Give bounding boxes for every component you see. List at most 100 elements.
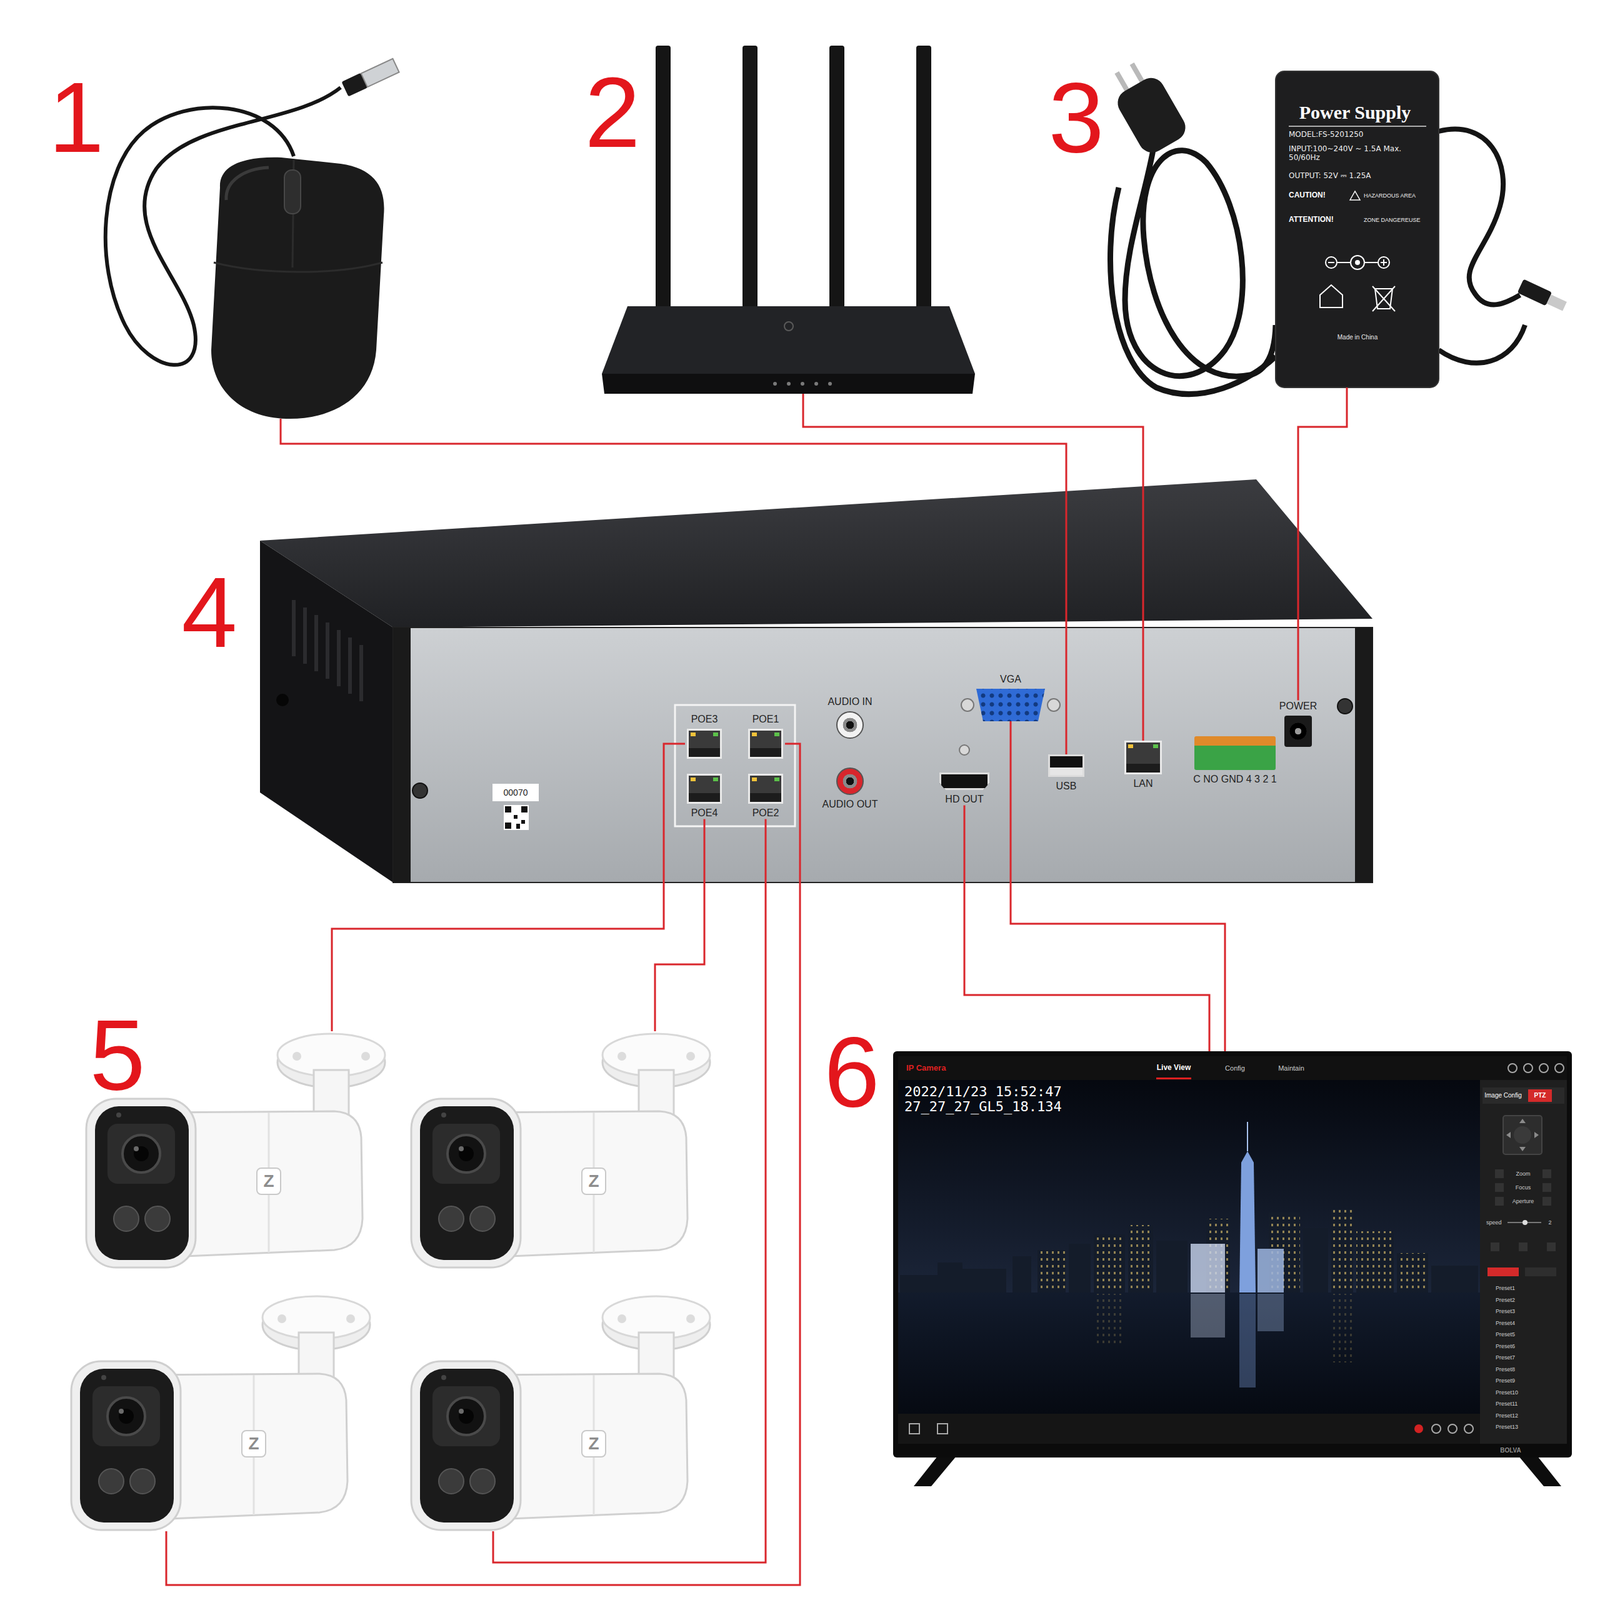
monitor-illustration — [893, 1051, 1572, 1487]
logo-badge: Z — [241, 1430, 266, 1457]
poe-port: POE4 — [685, 773, 724, 819]
port-socket — [1124, 740, 1162, 775]
adapter-title: Power Supply — [1299, 101, 1412, 124]
screen-text: Live View — [1156, 1063, 1191, 1073]
wifi-router: 2 — [601, 300, 975, 394]
cable-line — [280, 418, 1067, 755]
preset-name: Preset13 — [1495, 1424, 1519, 1431]
preset-name: Preset8 — [1495, 1366, 1515, 1374]
screen-text: Config — [1225, 1064, 1245, 1073]
port-led — [713, 777, 719, 782]
audio-jack: AUDIO IN — [825, 696, 874, 739]
port-label: HD OUT — [945, 793, 984, 805]
osd-text: 27_27_27_GL5_18.134 — [904, 1100, 1062, 1114]
lan-port: LAN — [1122, 740, 1164, 790]
port-led — [713, 732, 719, 737]
hdmi-port: HD OUT — [937, 772, 992, 805]
preset-name: Preset9 — [1495, 1378, 1515, 1385]
poe-port: POE3 — [685, 713, 724, 759]
screen-text: Focus — [1515, 1184, 1532, 1191]
port-label: LAN — [1133, 778, 1153, 790]
screen-text: Maintain — [1278, 1064, 1305, 1073]
callout-number: 6 — [824, 1021, 880, 1122]
port-label: POE3 — [691, 713, 719, 725]
port-socket — [748, 773, 784, 804]
cable-line — [655, 818, 705, 1032]
adapter-spec: INPUT:100~240V ~ 1.5A Max. 50/60Hz — [1288, 145, 1430, 163]
warning-text: ATTENTION! — [1288, 215, 1334, 225]
port-led — [690, 777, 696, 782]
audio-jack: AUDIO OUT — [820, 767, 880, 810]
preset-name: Preset6 — [1495, 1343, 1515, 1350]
port-led — [690, 732, 696, 737]
callout-number: 2 — [585, 62, 641, 163]
callout-number: 5 — [90, 1005, 146, 1105]
cable-line — [493, 818, 766, 1563]
usb-port: USB — [1046, 754, 1087, 792]
alarm-terminal: C NO GND 4 3 2 1 — [1191, 736, 1279, 785]
screen-text: IP Camera — [906, 1063, 946, 1074]
port-led — [1153, 744, 1159, 749]
port-led — [751, 732, 757, 737]
poe-port: POE2 — [746, 773, 785, 819]
cable-line — [166, 743, 800, 1585]
bullet-camera: Z — [406, 1293, 707, 1532]
preset-name: Preset1 — [1495, 1285, 1515, 1292]
port-socket — [748, 728, 784, 759]
port-label: AUDIO IN — [827, 696, 872, 708]
port-label: AUDIO OUT — [822, 798, 879, 810]
screen-text: 2 — [1548, 1219, 1552, 1226]
screen-button: PTZ — [1534, 1091, 1547, 1100]
preset-name: Preset3 — [1495, 1308, 1515, 1315]
cable-line — [803, 393, 1144, 741]
screen-text: Zoom — [1515, 1170, 1530, 1177]
preset-name: Preset5 — [1495, 1331, 1515, 1339]
warning-text: HAZARDOUS AREA — [1363, 192, 1416, 199]
screen-text: Aperture — [1512, 1198, 1535, 1205]
port-socket — [686, 773, 722, 804]
preset-name: Preset11 — [1495, 1401, 1518, 1408]
port-socket — [836, 711, 864, 739]
adapter-spec: OUTPUT: 52V ⎓ 1.25A — [1288, 171, 1371, 181]
preset-name: Preset4 — [1495, 1320, 1515, 1327]
bullet-camera: Z — [66, 1293, 367, 1532]
port-label: POWER — [1279, 700, 1317, 712]
port-socket — [939, 772, 990, 790]
port-socket — [686, 728, 722, 759]
port-label: POE1 — [752, 713, 780, 725]
preset-name: Preset12 — [1495, 1413, 1519, 1420]
cable-line — [964, 805, 1210, 1052]
port-socket — [976, 688, 1045, 722]
port-led — [1128, 744, 1134, 749]
callout-number: 4 — [181, 562, 238, 663]
brand-logo: BOLVA — [1500, 1446, 1522, 1455]
origin-text: Made in China — [1337, 333, 1378, 342]
nvr-recorder: 400070POE3POE1POE4POE2AUDIO INAUDIO OUTV… — [260, 479, 1373, 883]
port-led — [774, 777, 780, 782]
preset-name: Preset7 — [1495, 1355, 1515, 1362]
nvr-illustration — [260, 479, 1373, 883]
screen-text: Image Config — [1484, 1091, 1522, 1100]
callout-number: 3 — [1048, 67, 1105, 168]
port-label: POE2 — [752, 807, 780, 819]
vga-port: VGA — [974, 673, 1047, 722]
warning-text: CAUTION! — [1288, 191, 1326, 200]
router-illustration — [601, 45, 975, 394]
power-adapter: 3Power SupplyMODEL:FS-5201250INPUT:100~2… — [1275, 71, 1439, 388]
port-label: USB — [1056, 780, 1077, 792]
bullet-camera: Z — [406, 1031, 707, 1269]
logo-badge: Z — [256, 1167, 281, 1195]
mouse-illustration — [105, 58, 400, 419]
cable-line — [1298, 387, 1347, 701]
preset-name: Preset2 — [1495, 1297, 1515, 1304]
port-socket — [1194, 736, 1276, 770]
power-jack: POWER — [1277, 700, 1319, 747]
osd-timestamp: 2022/11/23 15:52:47 — [904, 1085, 1062, 1099]
port-socket — [836, 767, 864, 795]
logo-badge: Z — [581, 1430, 606, 1457]
sticker-code: 00070 — [503, 787, 529, 798]
